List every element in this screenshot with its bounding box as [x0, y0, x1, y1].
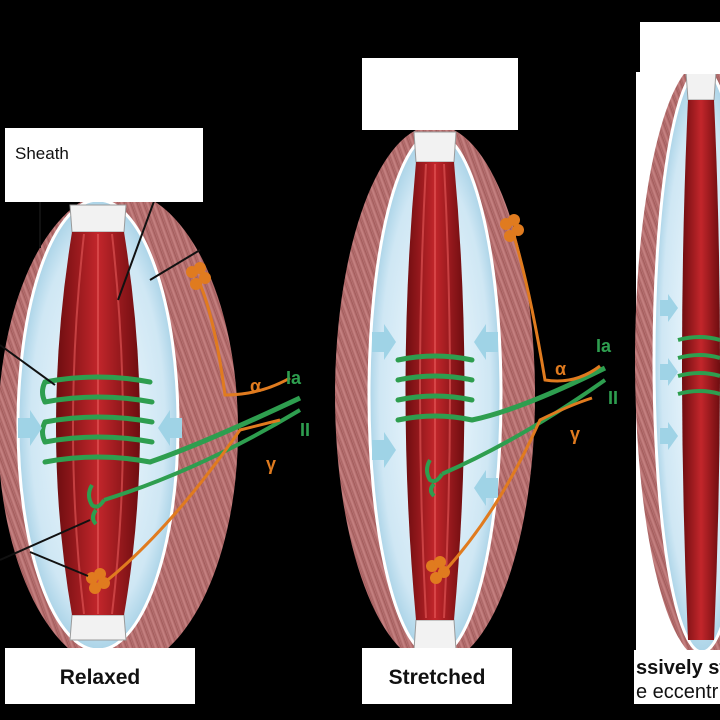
tendon-top: [413, 131, 457, 163]
third-top-box: [640, 22, 720, 74]
label-ii: II: [608, 388, 618, 408]
pointer-line: [0, 344, 56, 386]
sheath-label: Sheath: [15, 144, 69, 163]
compression-arrow-icon: [372, 324, 396, 360]
annulospiral-coil-icon: [40, 374, 155, 465]
nerve-gamma: [103, 418, 281, 585]
pointer-line: [0, 519, 91, 561]
compression-arrow-icon: [474, 324, 498, 360]
fiber-line: [111, 233, 124, 615]
intrafusal-fiber: [682, 100, 720, 640]
panel-relaxed: [0, 129, 302, 670]
compression-arrow-icon: [474, 470, 498, 506]
panel-stretched: [335, 125, 607, 665]
stretched-top-box: [362, 58, 518, 130]
compression-arrow-icon: [660, 358, 678, 386]
caption-third-line2: e eccentr: [636, 681, 719, 703]
label-gamma: γ: [266, 454, 276, 474]
stretched-caption-box: [362, 648, 512, 704]
caption-third-line1: ssively st: [636, 657, 720, 679]
tendon-top: [685, 71, 717, 101]
sheath-label-box: [5, 128, 203, 202]
pointer-line: [29, 551, 89, 577]
nerve-gamma: [442, 396, 593, 574]
compression-arrow-icon: [660, 422, 678, 450]
label-gamma: γ: [570, 424, 580, 444]
compression-arrow-icon: [18, 410, 42, 446]
nerve-alpha: [198, 283, 291, 397]
nerve-ia: [471, 365, 607, 423]
caption-stretched: Stretched: [389, 666, 486, 689]
fiber-line: [72, 233, 85, 615]
pointer-line: [149, 249, 201, 281]
golgi-ending-icon: [87, 483, 106, 526]
annulospiral-coil-icon: [677, 335, 720, 396]
nerve-ii: [103, 408, 302, 502]
compression-arrow-icon: [372, 432, 396, 468]
golgi-ending-icon: [425, 458, 444, 498]
nerve-ia: [149, 395, 302, 465]
compression-arrow-icon: [158, 410, 182, 446]
compression-arrow-icon: [660, 294, 678, 322]
nerve-alpha: [512, 235, 601, 383]
caption-relaxed: Relaxed: [60, 666, 141, 689]
nerve-ii: [441, 378, 607, 476]
tendon-bottom: [413, 619, 457, 651]
fiber-line: [419, 163, 427, 619]
label-alpha: α: [555, 359, 566, 379]
fiber-line: [443, 163, 451, 619]
relaxed-caption-box: [5, 648, 195, 704]
annulospiral-coil-icon: [395, 353, 475, 423]
label-alpha: α: [250, 376, 261, 396]
motor-ending-icon: [426, 214, 524, 584]
label-ii: II: [300, 420, 310, 440]
third-caption-box: [634, 650, 720, 704]
tendon-bottom: [69, 614, 127, 641]
label-ia: Ia: [286, 368, 302, 388]
label-ia: Ia: [596, 336, 612, 356]
panel-third: [635, 60, 720, 660]
tendon-top: [69, 204, 127, 233]
